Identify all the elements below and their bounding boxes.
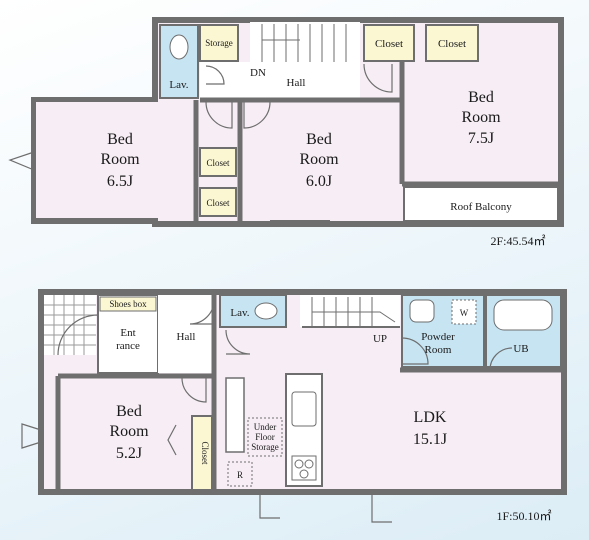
shoes-box xyxy=(99,296,157,312)
bedroom-6-5-size: 6.5J xyxy=(107,173,133,190)
bedroom-6-5-label-2: Room xyxy=(100,151,140,168)
toilet-icon xyxy=(169,34,189,60)
door-swing xyxy=(363,63,393,93)
upper-hall-fill xyxy=(200,62,360,98)
closet-a-label: Closet xyxy=(375,38,403,50)
closet-b-label: Closet xyxy=(438,38,466,50)
bedroom-6-0-label-1: Bed xyxy=(306,131,332,148)
closet-d-label: Closet xyxy=(206,198,230,208)
sink-icon xyxy=(409,299,435,323)
door-swing xyxy=(189,299,215,325)
bedroom-7-5-label-2: Room xyxy=(461,109,501,126)
upper-lav-label: Lav. xyxy=(169,79,188,91)
cupboard xyxy=(225,377,245,453)
under-floor-label-1: Under xyxy=(254,422,277,432)
upper-hall-label: Hall xyxy=(287,77,306,89)
door-swing xyxy=(225,329,251,355)
upper-closet-d xyxy=(199,187,237,217)
bedroom-7-5-label-1: Bed xyxy=(468,89,494,106)
up-label: UP xyxy=(373,333,387,345)
lower-hall xyxy=(158,295,214,373)
washer-space xyxy=(451,299,477,325)
second-floor-area: 2F:45.54㎡ xyxy=(490,234,545,248)
upper-lavatory xyxy=(159,24,199,99)
upper-stair xyxy=(250,22,360,62)
lower-labels: Bed Room 5.2J LDK 15.1J Ent rance Shoes … xyxy=(109,299,551,523)
under-floor-label-2: Floor xyxy=(255,432,275,442)
lower-lav-label: Lav. xyxy=(230,307,249,319)
under-floor-label-3: Storage xyxy=(251,442,279,452)
bedroom-5-2-label-1: Bed xyxy=(116,403,142,420)
bedroom-5-2-size: 5.2J xyxy=(116,445,142,462)
unit-bath-label: UB xyxy=(513,343,528,355)
down-label: DN xyxy=(250,67,266,79)
powder-room-label-1: Powder xyxy=(421,331,455,343)
storage-label: Storage xyxy=(205,38,233,48)
balcony-door-swing xyxy=(8,151,35,171)
door-swing xyxy=(259,492,280,519)
ldk-label: LDK xyxy=(414,409,447,426)
bedroom-6-0-label-2: Room xyxy=(299,151,339,168)
refrigerator-label: R xyxy=(237,470,243,480)
closet-c-label: Closet xyxy=(206,158,230,168)
upper-labels: Bed Room 6.5J Bed Room 6.0J Bed Room 7.5… xyxy=(100,38,545,248)
door-swing xyxy=(371,492,392,523)
shoes-box-label: Shoes box xyxy=(109,299,147,309)
lower-hall-label: Hall xyxy=(177,331,196,343)
entrance-label-1: Ent xyxy=(120,327,135,339)
door-swing xyxy=(243,101,271,129)
upper-closet-b xyxy=(425,24,479,62)
entrance-door-swing xyxy=(57,314,99,356)
upper-closet-c xyxy=(199,147,237,177)
entrance-label-2: rance xyxy=(116,340,140,352)
bathtub-icon xyxy=(493,299,553,331)
stove-icon xyxy=(291,455,317,481)
bedroom-6-0-size: 6.0J xyxy=(306,173,332,190)
roof-balcony xyxy=(403,186,559,222)
refrigerator-space xyxy=(227,461,253,487)
bedroom-7-5-size: 7.5J xyxy=(468,130,494,147)
lower-closet xyxy=(191,415,213,491)
bedroom-6-5-label-1: Bed xyxy=(107,131,133,148)
closet-door-swing xyxy=(167,424,177,456)
toilet-icon xyxy=(254,302,278,320)
door-swing xyxy=(489,347,513,371)
door-swing xyxy=(205,101,233,129)
powder-room-label-2: Room xyxy=(425,344,452,356)
first-floor xyxy=(21,289,567,523)
lower-closet-label: Closet xyxy=(200,441,210,465)
washer-label: W xyxy=(460,308,469,318)
window-door-swing xyxy=(21,423,42,449)
second-floor xyxy=(8,17,564,227)
under-floor-storage xyxy=(247,417,283,457)
roof-balcony-label: Roof Balcony xyxy=(450,201,512,213)
lower-stair xyxy=(300,295,400,327)
ldk-size: 15.1J xyxy=(413,431,447,448)
door-swing xyxy=(181,377,207,403)
bedroom-fill xyxy=(36,102,204,218)
upper-storage xyxy=(199,24,239,62)
door-swing xyxy=(205,65,225,85)
upper-closet-a xyxy=(363,24,415,62)
first-floor-area: 1F:50.10㎡ xyxy=(496,509,551,523)
kitchen-sink-icon xyxy=(291,391,317,427)
bedroom-5-2-label-2: Room xyxy=(109,423,149,440)
door-swing xyxy=(401,337,429,365)
